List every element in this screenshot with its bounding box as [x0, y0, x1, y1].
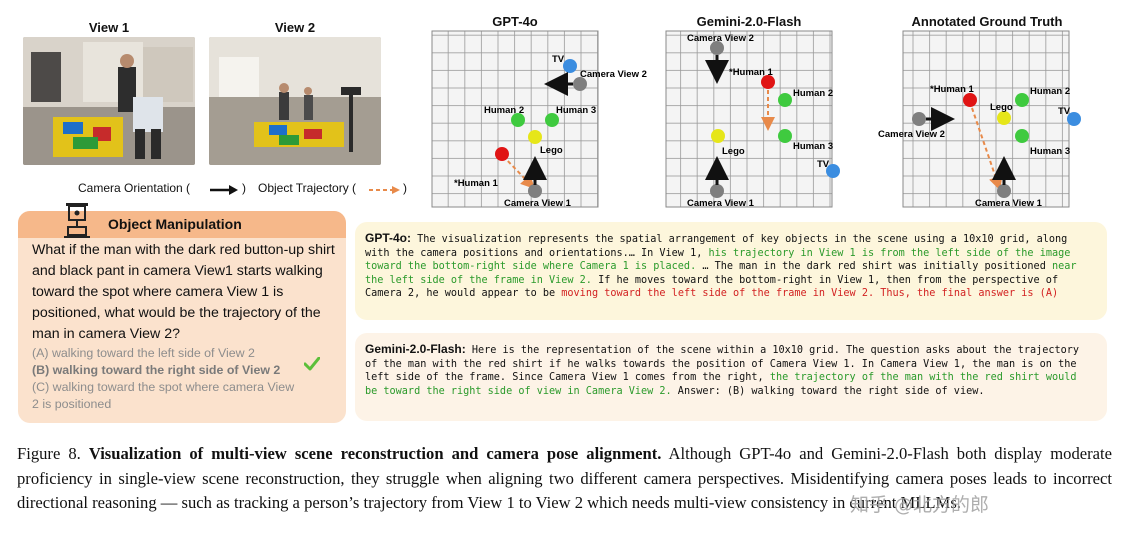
gemini-response-text2: Answer: (B) walking toward the right sid…	[672, 386, 985, 397]
gemini-response-label: Gemini-2.0-Flash:	[365, 342, 466, 356]
option-b: (B) walking toward the right side of Vie…	[32, 362, 280, 379]
gemini-human3-marker	[778, 129, 792, 143]
grid-ground-truth: *Human 1 Human 2 Lego TV Camera View 2 H…	[878, 31, 1081, 209]
checkmark-icon	[304, 357, 320, 371]
robot-arm-icon	[60, 201, 94, 239]
gt-human3-marker	[1015, 129, 1029, 143]
gemini-response-card: Gemini-2.0-Flash: Here is the representa…	[355, 333, 1107, 421]
caption-figure-number: Figure 8.	[17, 444, 81, 463]
gt-lego-label: Lego	[990, 102, 1013, 113]
object-manipulation-title: Object Manipulation	[108, 216, 242, 232]
gpt-human3-label: Human 3	[556, 105, 596, 116]
gpt-tv-label: TV	[552, 54, 565, 65]
gpt-human1-marker	[495, 147, 509, 161]
gemini-lego-label: Lego	[722, 146, 745, 157]
gt-human2-marker	[1015, 93, 1029, 107]
gemini-cam1-marker	[710, 184, 724, 198]
gt-human3-label: Human 3	[1030, 146, 1070, 157]
gt-cam2-marker	[912, 112, 926, 126]
gt-cam1-marker	[997, 184, 1011, 198]
gpt-lego-marker	[528, 130, 542, 144]
gpt-cam2-label: Camera View 2	[580, 69, 647, 80]
gpt-cam1-marker	[528, 184, 542, 198]
gemini-tv-label: TV	[817, 159, 830, 170]
gemini-human2-label: Human 2	[793, 88, 833, 99]
scene-grids: TV Camera View 2 Human 2 Human 3 Lego *H…	[0, 0, 1123, 215]
gpt-human2-label: Human 2	[484, 105, 524, 116]
gpt-response-label: GPT-4o:	[365, 231, 411, 245]
gpt-response-card: GPT-4o: The visualization represents the…	[355, 222, 1107, 320]
gt-human2-label: Human 2	[1030, 86, 1070, 97]
gemini-human1-label: *Human 1	[729, 67, 774, 78]
gpt-human1-label: *Human 1	[454, 178, 499, 189]
gpt-cam1-label: Camera View 1	[504, 198, 572, 209]
gpt-lego-label: Lego	[540, 145, 563, 156]
manipulation-question: What if the man with the dark red button…	[32, 240, 342, 345]
gt-cam1-label: Camera View 1	[975, 198, 1043, 209]
gpt-response-text2: … The man in the dark red shirt was init…	[696, 261, 1052, 272]
option-c-line1: (C) walking toward the spot where camera…	[32, 380, 294, 394]
grid-gpt: TV Camera View 2 Human 2 Human 3 Lego *H…	[432, 31, 647, 209]
gpt-tv-marker	[563, 59, 577, 73]
gt-cam2-label: Camera View 2	[878, 129, 945, 140]
gpt-response-red1: moving toward the left side of the frame…	[561, 288, 1058, 299]
grid-gemini: Camera View 2 *Human 1 Human 2 Lego Huma…	[666, 31, 840, 209]
object-manipulation-card: Object Manipulation What if the man with…	[18, 211, 346, 423]
gemini-cam1-label: Camera View 1	[687, 198, 755, 209]
watermark: 知乎 @北方的郎	[850, 490, 989, 517]
gemini-human2-marker	[778, 93, 792, 107]
gemini-cam2-label: Camera View 2	[687, 33, 754, 44]
caption-bold-title: Visualization of multi-view scene recons…	[89, 444, 662, 463]
gemini-human3-label: Human 3	[793, 141, 833, 152]
gt-human1-marker	[963, 93, 977, 107]
option-c-line2: 2 is positioned	[32, 397, 111, 411]
option-a: (A) walking toward the left side of View…	[32, 345, 255, 362]
gemini-lego-marker	[711, 129, 725, 143]
option-c: (C) walking toward the spot where camera…	[32, 379, 294, 413]
gt-human1-label: *Human 1	[930, 84, 975, 95]
gt-tv-label: TV	[1058, 106, 1071, 117]
gt-lego-marker	[997, 111, 1011, 125]
